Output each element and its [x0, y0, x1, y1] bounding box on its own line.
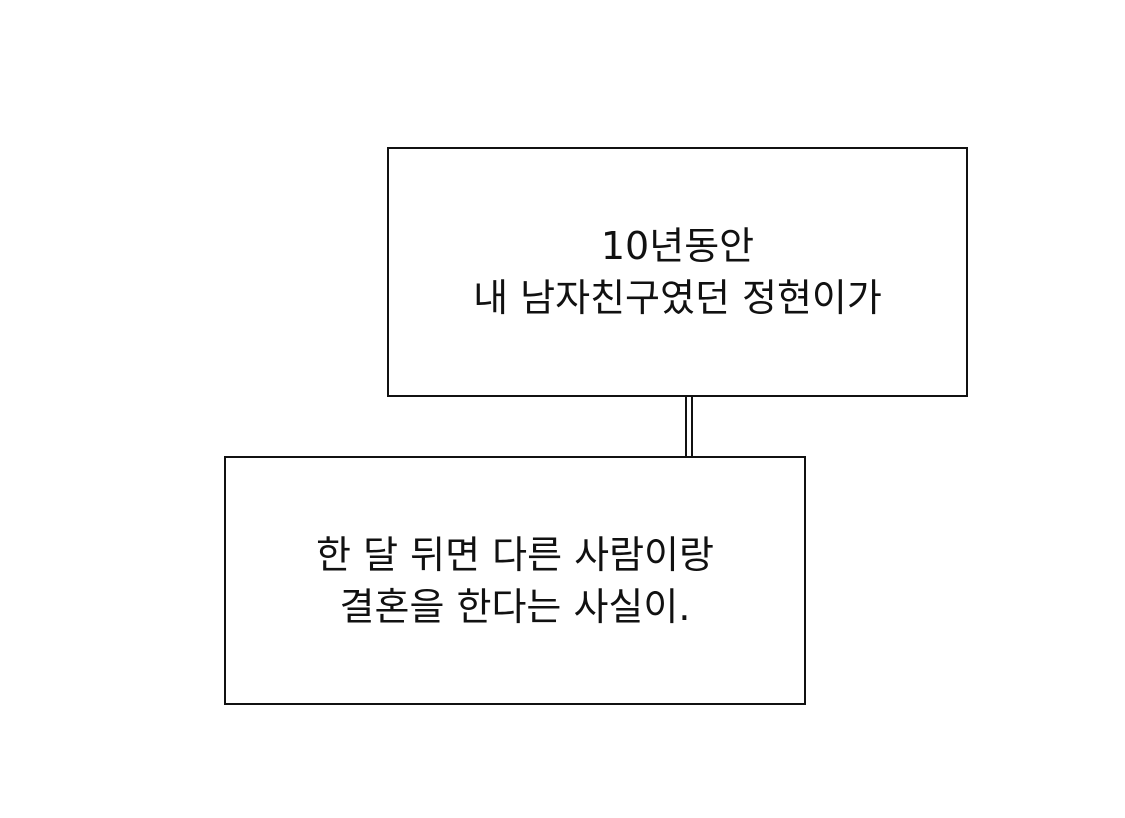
- narration-top-line-1: 10년동안: [600, 224, 755, 268]
- narration-box-top: 10년동안 내 남자친구였던 정현이가: [387, 147, 968, 397]
- narration-box-bottom: 한 달 뒤면 다른 사람이랑 결혼을 한다는 사실이.: [224, 456, 806, 705]
- narration-bottom-line-1: 한 달 뒤면 다른 사람이랑: [316, 532, 714, 577]
- narration-bottom-line-2: 결혼을 한다는 사실이.: [339, 584, 691, 629]
- narration-top-line-2: 내 남자친구였던 정현이가: [473, 276, 882, 320]
- box-connector: [685, 396, 693, 458]
